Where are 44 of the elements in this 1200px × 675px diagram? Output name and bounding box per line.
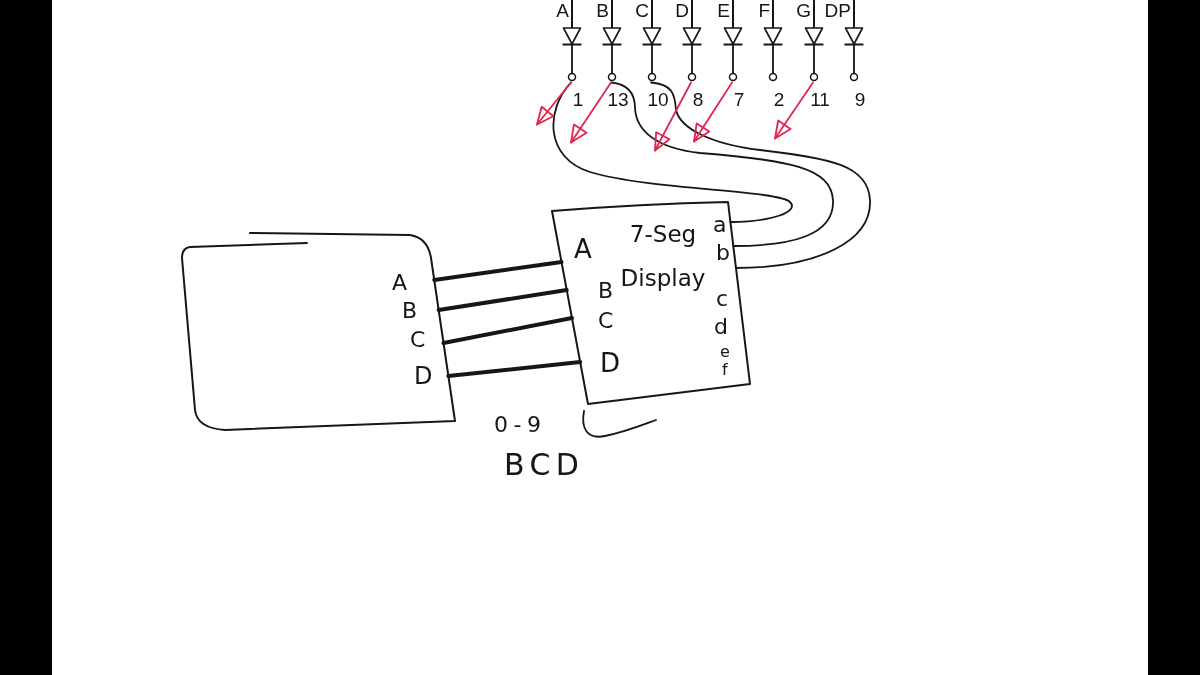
bus-line [441,316,574,345]
wire [610,81,834,247]
wire [650,81,871,269]
bus-line [436,288,569,312]
segment-label: C [635,1,649,20]
pin-label: C [410,329,426,351]
pin-label: B [598,280,614,302]
pin-label: c [716,288,729,310]
arrow [654,81,692,152]
pin-label: A [574,236,592,262]
pin-number: 11 [810,90,830,109]
segment-label: E [717,1,730,20]
arrow [570,81,612,144]
pin-label: D [414,364,433,388]
pin-number: 1 [572,90,584,109]
block-title: 7-Seg Display [619,220,707,293]
pin-number: 7 [733,90,745,109]
pin-label: B [402,300,418,322]
pin-number: 8 [692,90,704,109]
pin-label: a [713,214,727,236]
pin-label: d [714,316,728,338]
arrow [536,81,572,126]
pin-label: C [598,310,614,332]
pin-number: 2 [773,90,785,109]
pin-number: 9 [854,90,866,109]
arrow [774,81,814,140]
bus-line [446,360,583,378]
segment-label: D [675,1,689,20]
pin-number: 10 [647,90,669,109]
bus-line [432,260,564,282]
pin-label: f [722,362,728,378]
pin-number: 13 [607,90,629,109]
segment-label: B [596,1,609,20]
segment-label: G [796,1,811,20]
pin-label: b [716,242,730,264]
arrow [693,81,733,143]
annotation-text: BCD [504,450,585,480]
pin-label: D [600,350,621,376]
segment-label: DP [824,1,851,20]
pin-label: A [392,272,408,294]
annotation-text: 0-9 [494,414,547,436]
segment-label: A [556,1,569,20]
segment-label: F [758,1,770,20]
pin-label: e [720,344,730,360]
